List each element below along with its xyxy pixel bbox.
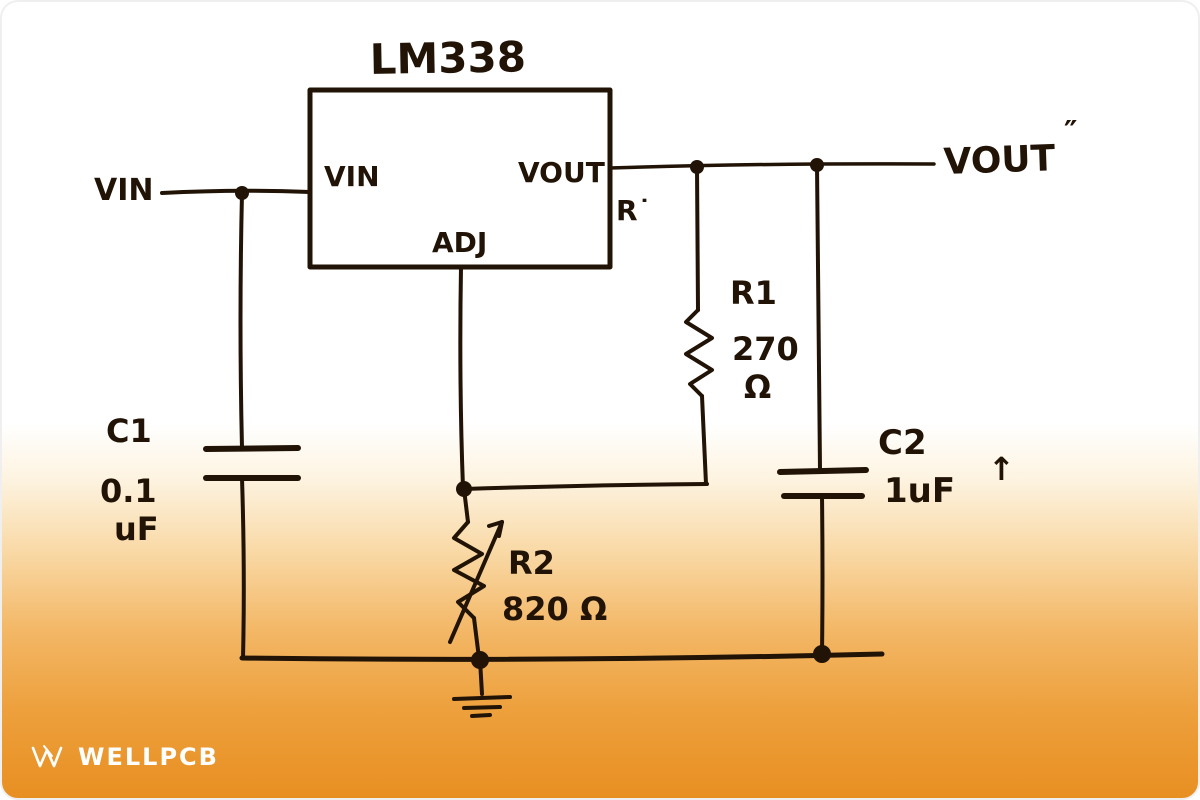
ic-pin-vout-label: VOUT <box>518 156 605 189</box>
r1-bottom-wire <box>700 394 708 486</box>
r2-top-wire <box>462 487 470 524</box>
c1-top-wire <box>238 191 244 450</box>
r-annotation: R˙ <box>616 194 652 227</box>
vout-wire <box>608 162 936 170</box>
c2-bottom-wire <box>820 494 825 655</box>
vin-net-label: VIN <box>94 173 154 208</box>
r2-ref-label: R2 <box>508 544 555 582</box>
ground-junction-dot-c2 <box>813 645 831 663</box>
ic-title-label: LM338 <box>369 32 526 84</box>
ground-stem <box>478 658 484 696</box>
wellpcb-logo-icon <box>31 745 63 768</box>
ic-pin-adj-label: ADJ <box>432 226 487 259</box>
adj-wire <box>458 265 465 490</box>
c2-top-wire <box>815 163 822 472</box>
r2-value-label: 820 Ω <box>502 590 607 628</box>
c2-top-plate <box>777 467 869 475</box>
r1-resistor-symbol <box>684 308 714 398</box>
c2-value-label: 1uF <box>884 471 955 511</box>
c1-unit-label: uF <box>114 510 159 548</box>
watermark-brand-text: WELLPCB <box>78 743 219 771</box>
ground-bar-1 <box>452 695 512 701</box>
c1-bottom-wire <box>240 476 246 660</box>
r1-ref-label: R1 <box>730 274 777 312</box>
r1-value-label: 270 <box>732 330 799 368</box>
c1-value-label: 0.1 <box>100 472 157 510</box>
r2-wiper-arrowhead <box>487 520 504 538</box>
c2-arrow-mark: ↑ <box>988 450 1015 488</box>
ground-bar-3 <box>470 713 492 718</box>
watermark: WELLPCB <box>30 742 219 772</box>
ground-bar-2 <box>462 705 502 710</box>
vout-net-label: VOUT <box>943 138 1056 183</box>
r2-wiper-arrow <box>448 520 504 644</box>
ic-pin-vin-label: VIN <box>324 160 380 193</box>
adj-horizontal-wire <box>462 482 709 491</box>
r1-unit-label: Ω <box>744 368 771 406</box>
r1-top-wire <box>695 165 700 312</box>
c1-top-plate <box>203 445 301 452</box>
ground-rail <box>239 651 885 662</box>
r2-resistor-symbol <box>452 520 486 620</box>
c2-ref-label: C2 <box>878 423 927 463</box>
vout-tick-marks: ″ <box>1064 115 1077 150</box>
c1-ref-label: C1 <box>106 412 152 450</box>
